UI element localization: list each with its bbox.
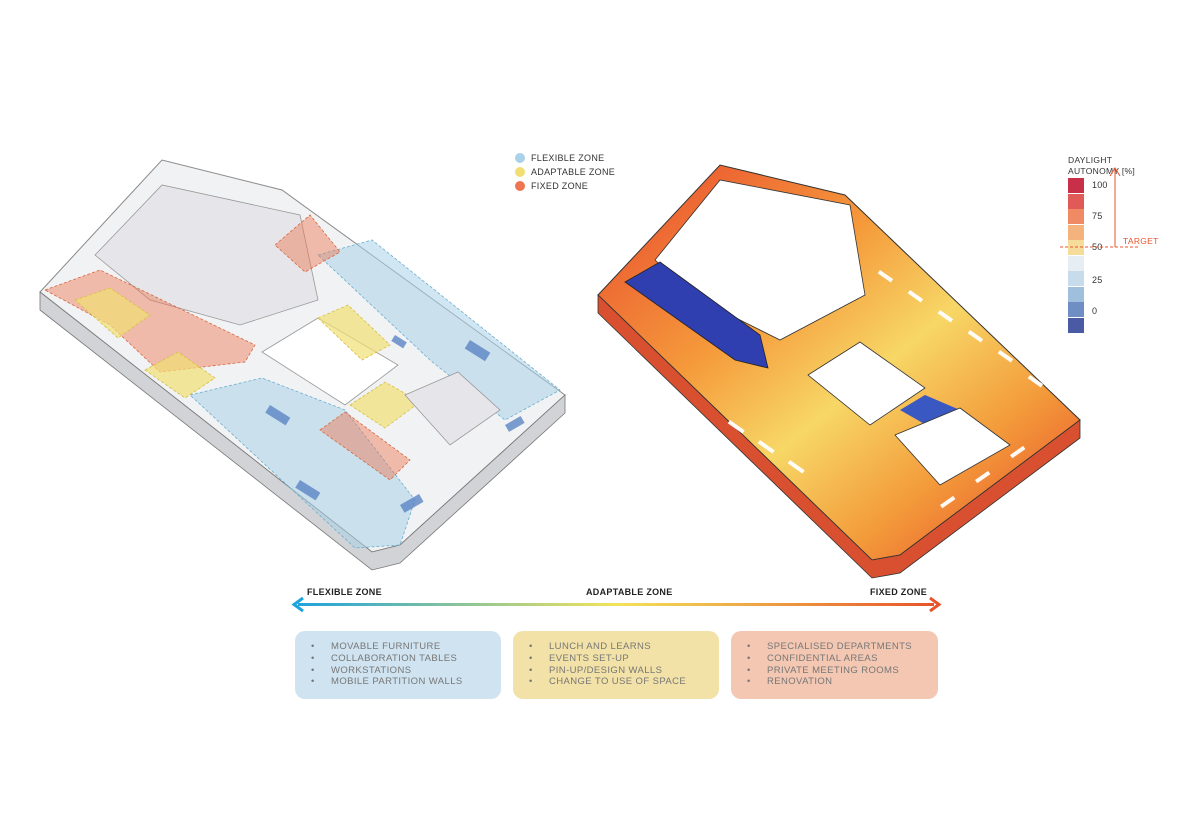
daylight-swatch — [1068, 317, 1084, 333]
target-arrow-up-icon — [1109, 167, 1121, 177]
list-item: RENOVATION — [747, 676, 938, 688]
left-adaptable-zone-west — [74, 287, 151, 339]
arrow-right-icon — [929, 596, 942, 613]
target-marker — [1060, 167, 1140, 248]
zone-spectrum-arrow — [291, 596, 942, 613]
list-item: PIN-UP/DESIGN WALLS — [529, 665, 719, 677]
legend-adaptable-zone: ADAPTABLE ZONE — [515, 167, 615, 177]
scale-label-75: 75 — [1092, 211, 1103, 221]
list-item: MOBILE PARTITION WALLS — [311, 676, 501, 688]
left-adaptable-zone-north — [317, 304, 391, 361]
left-atrium — [261, 317, 399, 406]
list-item: COLLABORATION TABLES — [311, 653, 501, 665]
scale-label-0: 0 — [1092, 306, 1098, 316]
daylight-swatch — [1068, 209, 1084, 224]
legend-fixed-zone: FIXED ZONE — [515, 181, 588, 191]
left-fixed-zone-center — [319, 411, 411, 481]
right-atrium — [807, 341, 926, 426]
left-core — [94, 184, 319, 326]
left-flexible-zone-east — [317, 239, 561, 421]
daylight-swatch — [1068, 302, 1084, 317]
right-desks — [727, 270, 1044, 509]
daylight-title-line1: DAYLIGHT — [1068, 155, 1113, 165]
flexible-zone-dot-icon — [515, 153, 525, 163]
list-item: SPECIALISED DEPARTMENTS — [747, 641, 938, 653]
left-adaptable-zone-center — [144, 351, 216, 399]
daylight-scale-title: DAYLIGHT AUTONOMY [%] — [1068, 155, 1135, 177]
adaptable-zone-list: LUNCH AND LEARNS EVENTS SET-UP PIN-UP/DE… — [513, 631, 719, 688]
list-item: MOVABLE FURNITURE — [311, 641, 501, 653]
scale-label-25: 25 — [1092, 275, 1103, 285]
legend-flexible-zone: FLEXIBLE ZONE — [515, 153, 604, 163]
arrow-left-icon — [291, 596, 304, 613]
fixed-zone-box: SPECIALISED DEPARTMENTS CONFIDENTIAL ARE… — [731, 631, 938, 699]
fixed-zone-list: SPECIALISED DEPARTMENTS CONFIDENTIAL ARE… — [731, 631, 938, 688]
spectrum-fixed-label: FIXED ZONE — [870, 587, 928, 597]
daylight-swatch — [1068, 224, 1084, 240]
legend-adaptable-label: ADAPTABLE ZONE — [531, 167, 616, 177]
flexible-zone-list: MOVABLE FURNITURE COLLABORATION TABLES W… — [295, 631, 501, 688]
daylight-swatch — [1068, 255, 1084, 271]
list-item: PRIVATE MEETING ROOMS — [747, 665, 938, 677]
flexible-zone-box: MOVABLE FURNITURE COLLABORATION TABLES W… — [295, 631, 501, 699]
spectrum-flexible-label: FLEXIBLE ZONE — [307, 587, 382, 597]
right-low-daylight-rooms — [624, 261, 769, 369]
left-interior-block — [404, 371, 501, 446]
daylight-swatch — [1068, 271, 1084, 286]
daylight-swatch — [1068, 286, 1084, 302]
right-interior-block — [894, 407, 1011, 486]
daylight-title-line2: AUTONOMY [%] — [1068, 166, 1136, 176]
daylight-swatch — [1068, 193, 1084, 209]
left-fixed-zone-north — [274, 214, 341, 273]
left-furniture — [265, 335, 525, 513]
fixed-zone-dot-icon — [515, 181, 525, 191]
spectrum-adaptable-label: ADAPTABLE ZONE — [586, 587, 673, 597]
legend-fixed-label: FIXED ZONE — [531, 181, 589, 191]
adaptable-zone-dot-icon — [515, 167, 525, 177]
legend-flexible-label: FLEXIBLE ZONE — [531, 153, 605, 163]
target-label: TARGET — [1123, 236, 1159, 246]
left-facade — [39, 291, 566, 571]
daylight-swatch — [1068, 178, 1084, 193]
right-facade — [597, 294, 1081, 579]
list-item: WORKSTATIONS — [311, 665, 501, 677]
adaptable-zone-box: LUNCH AND LEARNS EVENTS SET-UP PIN-UP/DE… — [513, 631, 719, 699]
list-item: LUNCH AND LEARNS — [529, 641, 719, 653]
list-item: CHANGE TO USE OF SPACE — [529, 676, 719, 688]
scale-label-100: 100 — [1092, 180, 1108, 190]
list-item: EVENTS SET-UP — [529, 653, 719, 665]
list-item: CONFIDENTIAL AREAS — [747, 653, 938, 665]
